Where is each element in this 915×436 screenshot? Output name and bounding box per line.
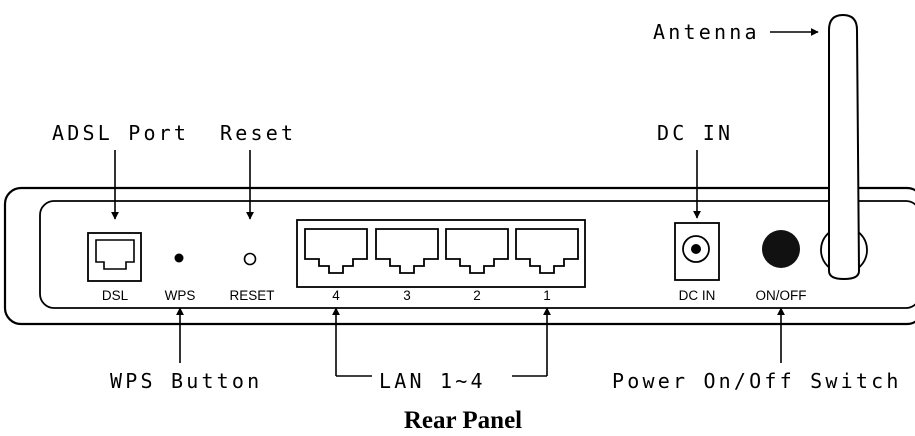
wps-button-label: WPS [165,288,196,303]
adsl-port-callout: ADSL Port [52,121,189,145]
wps-button[interactable] [174,253,184,263]
power-switch-callout: Power On/Off Switch [612,369,902,393]
wps-button-callout: WPS Button [110,369,262,393]
dc-in-callout: DC IN [657,121,733,145]
reset-pinhole-label: RESET [229,288,274,303]
lan-port-4-label: 4 [332,288,340,303]
power-switch[interactable] [762,230,800,268]
diagram-caption: Rear Panel [404,407,522,434]
lan-port-1-label: 1 [543,288,551,303]
router-body [3,186,915,326]
lan-port-2-label: 2 [473,288,481,303]
lan-port-2 [445,228,509,274]
dsl-port-label: DSL [102,288,129,303]
lan-port-1 [515,228,579,274]
reset-pinhole[interactable] [243,252,257,266]
dsl-port [87,232,142,282]
lan-port-4 [304,228,368,274]
lan-port-3 [375,228,439,274]
lan-port-block [296,219,586,288]
dc-in-jack [674,222,720,281]
lan-callout: LAN 1~4 [379,369,486,393]
lan-bracket [332,307,551,377]
antenna-callout: Antenna [653,20,760,44]
dc-in-jack-label: DC IN [679,288,716,303]
lan-port-3-label: 3 [403,288,411,303]
reset-callout: Reset [220,121,296,145]
power-switch-label: ON/OFF [756,288,807,303]
antenna [828,13,861,281]
